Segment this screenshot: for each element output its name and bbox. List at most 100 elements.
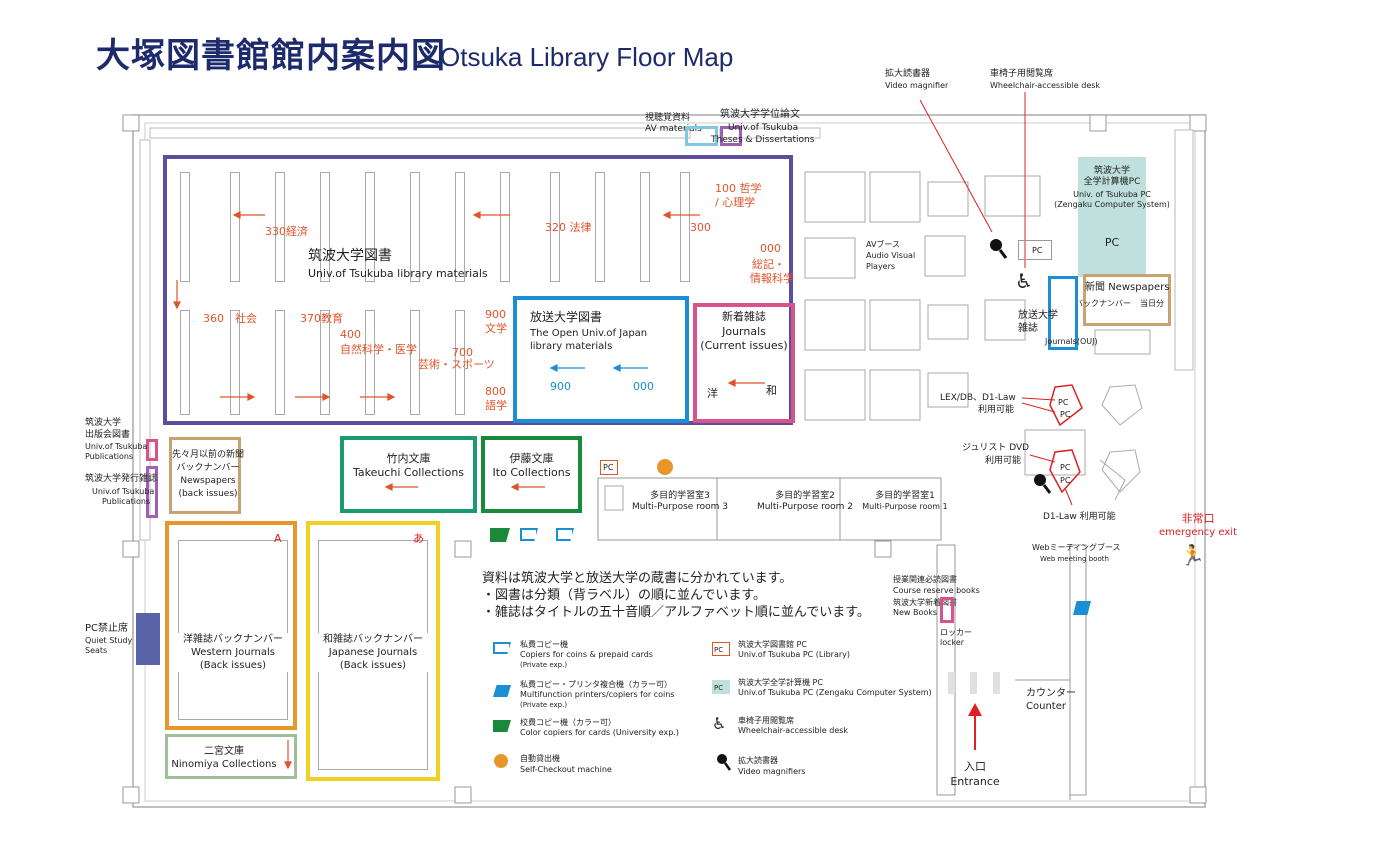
new-journals-wa: 和 <box>766 384 777 397</box>
ninomiya-en: Ninomiya Collections <box>171 759 277 770</box>
web-booth-en: Web meeting booth <box>1040 555 1109 563</box>
class-400b: 自然科学・医学 <box>340 343 417 356</box>
room3-en: Multi-Purpose room 3 <box>631 502 729 512</box>
class-400: 400 <box>340 328 361 341</box>
legend-mfp-en2: (Private exp.) <box>520 701 568 709</box>
class-370: 370教育 <box>300 312 343 325</box>
wheelchair-desk-pc-label: PC <box>1032 246 1043 255</box>
tsukuba-books-area <box>163 155 793 425</box>
class-800: 800 <box>485 385 506 398</box>
page-title-jp: 大塚図書館館内案内図 <box>96 36 446 76</box>
publications-shelf <box>146 466 158 518</box>
ouj-journals-en: Journals(OUJ) <box>1045 337 1098 346</box>
legend-mfp-en1: Multifunction printers/copiers for coins <box>520 690 675 699</box>
note-2: ・図書は分類（背ラベル）の順に並んでいます。 <box>482 588 767 603</box>
ouj-journals-jp2: 雑誌 <box>1018 323 1038 334</box>
av-booth-en1: Audio Visual <box>866 251 916 260</box>
ninomiya-jp: 二宮文庫 <box>204 746 244 757</box>
class-100b: / 心理学 <box>715 196 756 209</box>
magnifier-label-jp: 拡大読書器 <box>885 69 931 79</box>
new-journals-label-jp: 新着雑誌 <box>722 310 766 323</box>
exit-label-jp: 非常口 <box>1181 512 1215 525</box>
zengaku-pc-area <box>1078 157 1146 277</box>
class-900: 900 <box>485 308 506 321</box>
newspapers-back: バックナンバー <box>1075 299 1131 308</box>
legend-mag-en: Video magnifiers <box>738 767 806 776</box>
jurist-pc-2: PC <box>1060 476 1071 485</box>
wheelchair-label-jp: 車椅子用閲覧席 <box>990 69 1054 79</box>
theses-en1: Univ.of Tsukuba <box>728 123 799 133</box>
legend-checkout-jp: 自動貸出機 <box>520 754 560 763</box>
exit-label-en: emergency exit <box>1158 527 1237 538</box>
takeuchi-en: Takeuchi Collections <box>352 466 465 479</box>
magnifier-label-en: Video magnifier <box>885 81 949 90</box>
pc-free-en2: Seats <box>85 646 108 655</box>
japanese-jp: 和雑誌バックナンバー <box>318 633 428 646</box>
legend-libpc-icon-label: PC <box>714 646 724 654</box>
self-checkout-machine[interactable] <box>657 459 673 475</box>
web-booth-jp: Webミーティングブース <box>1032 543 1121 552</box>
open-univ-label-en2: library materials <box>530 341 613 352</box>
counter-jp: カウンター <box>1026 688 1076 699</box>
color-copier-icon <box>490 528 510 542</box>
av-materials-jp: 視聴覚資料 <box>645 113 691 123</box>
legend-wc-en: Wheelchair-accessible desk <box>738 726 849 735</box>
japanese-en1: Japanese Journals <box>318 646 428 659</box>
legend-coin-en1: Copiers for coins & prepaid cards <box>520 650 653 659</box>
class-300: 300 <box>690 221 711 234</box>
legend-zpc-icon-label: PC <box>714 684 724 692</box>
old-news-en1: Newspapers <box>180 476 236 486</box>
wheelchair-desk-pc <box>1018 240 1052 260</box>
jurist-label2: 利用可能 <box>985 456 1022 466</box>
theses-jp: 筑波大学学位論文 <box>720 109 800 120</box>
univ-pub-en2: Publications <box>102 497 151 506</box>
jurist-label: ジュリスト DVD <box>962 443 1030 453</box>
class-700b: 芸術・スポーツ <box>418 358 495 371</box>
old-newspapers-area <box>169 437 241 514</box>
wheelchair-label-en: Wheelchair-accessible desk <box>990 81 1101 90</box>
class-000: 000 <box>760 242 781 255</box>
takeuchi-jp: 竹内文庫 <box>386 452 431 465</box>
locker-jp: ロッカー <box>940 628 972 637</box>
quiet-study-seats <box>136 613 160 665</box>
open-univ-label-jp: 放送大学図書 <box>530 310 603 324</box>
class-900b: 文学 <box>485 322 507 335</box>
legend-color-jp: 校費コピー機（カラー可） <box>520 718 616 727</box>
legend-libpc-jp: 筑波大学図書館 PC <box>738 640 807 649</box>
univ-pub-en1: Univ.of Tsukuba <box>92 487 155 496</box>
library-pc-box <box>600 460 618 475</box>
press-jp1: 筑波大学 <box>85 418 122 428</box>
class-800b: 語学 <box>485 399 507 412</box>
legend-zpc-icon <box>712 680 730 694</box>
tsukuba-books-label-en: Univ.of Tsukuba library materials <box>308 267 488 280</box>
av-materials-en: AV materials <box>645 124 702 134</box>
legend-color-copier-icon <box>493 720 511 732</box>
western-mark: A <box>274 532 282 545</box>
reserve-shelf <box>940 597 954 623</box>
legend-coin-en2: (Private exp.) <box>520 661 568 669</box>
zengaku-en1: Univ. of Tsukuba PC <box>1073 190 1151 199</box>
class-360: 360 社会 <box>203 312 257 325</box>
entrance-jp: 入口 <box>964 760 986 773</box>
legend-mag-jp: 拡大読書器 <box>738 756 778 765</box>
jurist-pc-1: PC <box>1060 463 1071 472</box>
legend-coin-jp: 私費コピー機 <box>520 640 568 649</box>
pc-free-en1: Quiet Study <box>85 636 133 645</box>
tsukuba-books-label-jp: 筑波大学図書 <box>308 248 392 264</box>
locker-en: locker <box>940 638 965 647</box>
western-jp: 洋雑誌バックナンバー <box>178 633 288 646</box>
lex-pc-1: PC <box>1058 398 1069 407</box>
ouj-class-900: 900 <box>550 380 571 393</box>
lex-label2: 利用可能 <box>978 405 1015 415</box>
legend-checkout-en: Self-Checkout machine <box>520 765 612 774</box>
japanese-journals-area <box>306 521 440 781</box>
legend-color-en: Color copiers for cards (University exp.… <box>520 728 680 737</box>
newspapers-label-jp: 新聞 <box>1085 282 1105 293</box>
legend-wc-jp: 車椅子用閲覧席 <box>738 716 794 725</box>
ouj-journals-jp1: 放送大学 <box>1018 310 1058 321</box>
av-materials-box <box>685 126 718 146</box>
legend-wheelchair-icon: ♿ <box>712 714 727 733</box>
new-journals-label-en1: Journals <box>722 325 766 338</box>
takeuchi-area <box>340 436 477 513</box>
